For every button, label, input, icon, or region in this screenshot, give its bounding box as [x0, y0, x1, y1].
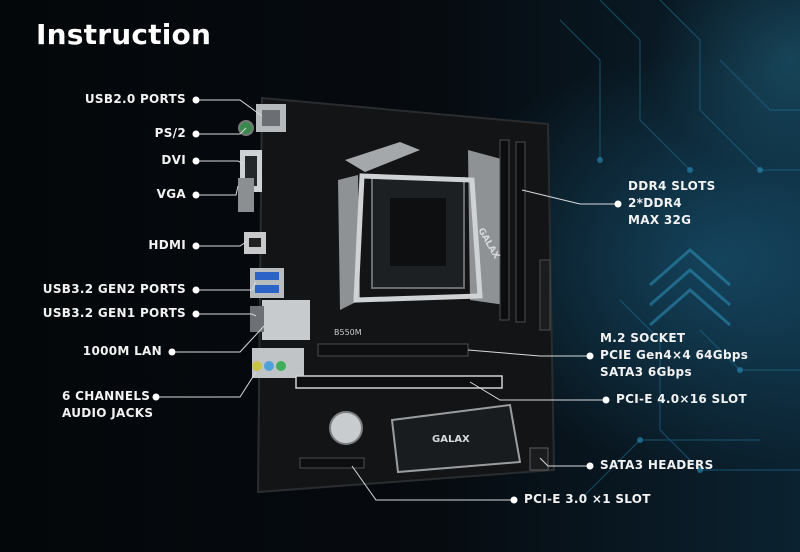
- chipset-brand-text: GALAX: [432, 434, 470, 445]
- label-m2-line2: PCIE Gen4×4 64Gbps: [600, 348, 749, 362]
- leader-sata: [539, 457, 590, 467]
- label-m2-line1: M.2 SOCKET: [600, 331, 686, 345]
- label-usb20-ports: USB2.0 PORTS: [84, 92, 186, 106]
- label-pcie16: PCI-E 4.0×16 SLOT: [616, 392, 747, 406]
- board-model-text: B550M: [334, 328, 362, 337]
- ddr4-slot-a: [499, 139, 510, 321]
- label-usb32-gen1: USB3.2 GEN1 PORTS: [42, 306, 186, 320]
- label-dvi: DVI: [161, 153, 186, 167]
- leader-audio: [156, 371, 257, 398]
- usb32-gen1-port: [262, 300, 310, 340]
- label-usb32-gen2: USB3.2 GEN2 PORTS: [42, 282, 186, 296]
- leader-usb32g2: [196, 281, 257, 291]
- label-m2-line3: SATA3 6Gbps: [600, 365, 692, 379]
- leader-hdmi: [196, 241, 247, 247]
- label-sata: SATA3 HEADERS: [600, 458, 714, 472]
- label-hdmi: HDMI: [148, 238, 186, 252]
- leader-usb20: [196, 99, 263, 117]
- leader-lan: [172, 325, 265, 353]
- vga-port: [238, 178, 254, 212]
- leader-pcie16: [469, 381, 606, 401]
- label-ddr4-line2: 2*DDR4: [628, 196, 682, 210]
- leader-ps2: [196, 127, 247, 135]
- label-ddr4-line1: DDR4 SLOTS: [628, 179, 716, 193]
- label-m2: M.2 SOCKET PCIE Gen4×4 64Gbps SATA3 6Gbp…: [600, 330, 748, 381]
- leader-ddr4: [521, 189, 618, 205]
- label-audio-line2: AUDIO JACKS: [62, 406, 154, 420]
- leader-pcie1: [351, 465, 514, 501]
- ddr4-slot-b: [515, 141, 526, 323]
- label-ddr4: DDR4 SLOTS 2*DDR4 MAX 32G: [628, 178, 716, 229]
- label-pcie1: PCI-E 3.0 ×1 SLOT: [524, 492, 651, 506]
- leader-dvi: [196, 160, 245, 165]
- pcie16-slot: [295, 375, 503, 389]
- leader-usb32g1: [196, 313, 257, 317]
- chipset-heatsink: [390, 403, 522, 474]
- label-ddr4-line3: MAX 32G: [628, 213, 692, 227]
- label-lan: 1000M LAN: [82, 344, 162, 358]
- sata-headers: [529, 447, 549, 471]
- vrm-heatsink: [345, 142, 420, 172]
- label-audio-line1: 6 CHANNELS: [62, 389, 151, 403]
- leader-vga: [196, 185, 239, 196]
- page-title: Instruction: [36, 18, 212, 51]
- label-vga: VGA: [156, 187, 186, 201]
- cmos-battery: [329, 411, 363, 445]
- label-ps2: PS/2: [154, 126, 186, 140]
- leader-m2: [467, 349, 590, 357]
- pcie1-slot: [299, 457, 365, 469]
- label-audio: 6 CHANNELS AUDIO JACKS: [62, 388, 153, 422]
